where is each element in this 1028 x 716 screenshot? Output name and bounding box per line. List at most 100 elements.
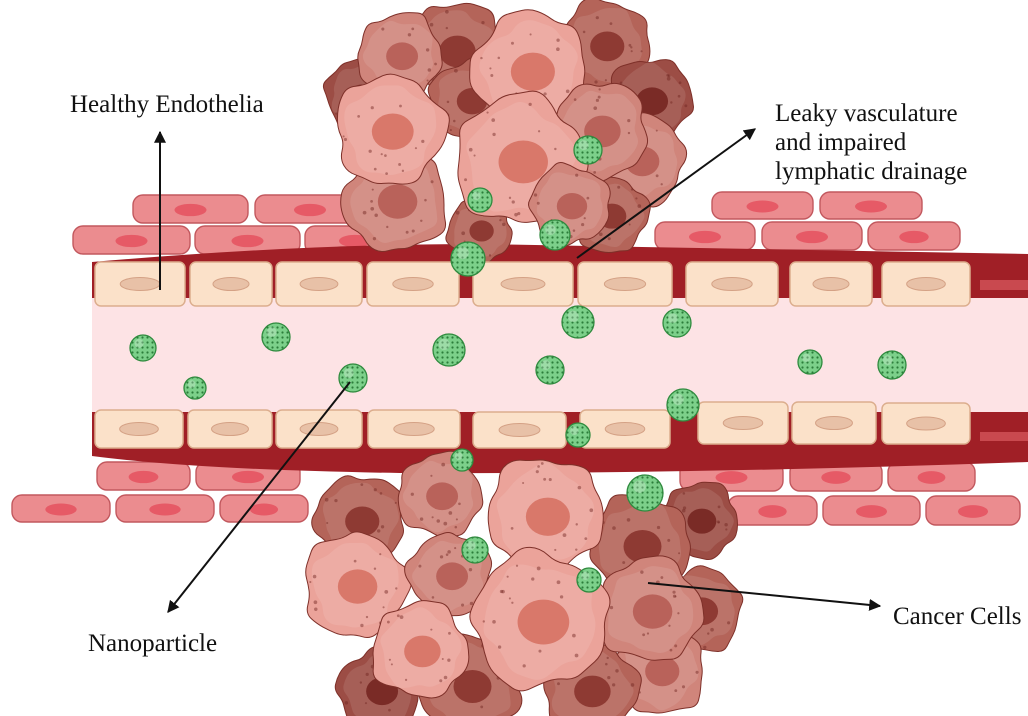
cancer-cell-granule [576, 523, 578, 525]
cancer-cell-granule [514, 213, 518, 217]
cancer-cell-granule [631, 50, 633, 52]
nanoparticle-highlight [188, 380, 196, 388]
cancer-cell-granule [596, 99, 599, 102]
cancer-cell-granule [556, 39, 559, 42]
cancer-cell-nucleus [499, 141, 548, 184]
nanoparticle-body [433, 334, 465, 366]
cancer-cell-granule [512, 200, 515, 203]
nanoparticle-highlight [633, 480, 646, 493]
cancer-cell-granule [629, 224, 631, 226]
cancer-cell-granule [612, 526, 616, 530]
cancer-cell-granule [371, 106, 374, 109]
cancer-cell-granule [673, 595, 676, 598]
healthy-tissue-cell [116, 495, 214, 522]
cancer-cell-granule [370, 200, 373, 203]
cancer-cell-granule [411, 28, 414, 31]
cancer-cell-granule [668, 625, 670, 627]
cancer-cell-granule [530, 33, 532, 35]
endothelial-cell-nucleus [604, 278, 645, 291]
nanoparticle-body [562, 306, 594, 338]
cancer-cell-granule [554, 549, 556, 551]
cancer-cell-granule [509, 197, 511, 199]
cancer-cell-granule [412, 229, 415, 232]
tissue-cell-nucleus [689, 231, 721, 243]
nanoparticle-highlight [472, 192, 480, 200]
cancer-cell-nucleus [526, 498, 570, 536]
endothelial-cell-nucleus [213, 278, 249, 291]
tissue-cell-nucleus [232, 235, 264, 247]
cancer-cell-granule [703, 646, 706, 649]
cancer-cell-granule [599, 232, 603, 236]
cancer-cell-granule [357, 115, 360, 118]
nanoparticle [536, 356, 564, 384]
cancer-cell-granule [661, 183, 663, 185]
endothelial-cell-top [95, 262, 185, 306]
cancer-cell-granule [314, 600, 318, 604]
cancer-cell-granule [343, 135, 345, 137]
cancer-cell-nucleus [404, 636, 440, 668]
cancer-cell-granule [598, 96, 601, 99]
nanoparticle-highlight [579, 140, 589, 150]
cancer-cell-granule [345, 701, 348, 704]
cancer-cell-granule [584, 537, 587, 540]
cancer-cell-nucleus [469, 220, 493, 241]
cancer-cell-granule [374, 168, 377, 171]
tissue-cell-nucleus [175, 204, 207, 216]
tumor-cluster-bottom [306, 451, 743, 716]
cancer-cell-granule [431, 180, 434, 183]
tissue-cell-nucleus [821, 471, 850, 484]
cancer-cell-granule [511, 602, 513, 604]
cancer-cell-granule [630, 46, 632, 48]
leaky-vasculature-label-line-3: lymphatic drainage [775, 158, 967, 185]
nanoparticle-label: Nanoparticle [88, 630, 217, 657]
nanoparticle-highlight [344, 368, 354, 378]
cancer-cell-granule [370, 207, 374, 211]
cancer-cell-granule [369, 150, 372, 153]
nanoparticle [184, 377, 206, 399]
cancer-cell-granule [617, 186, 620, 189]
nanoparticle [540, 220, 570, 250]
healthy-tissue-cell [655, 222, 755, 250]
cancer-cell-granule [489, 254, 491, 256]
cancer-cell-granule [428, 68, 432, 72]
healthy-endothelia-label: Healthy Endothelia [70, 91, 264, 118]
cancer-cell-granule [432, 516, 434, 518]
cancer-cell-granule [536, 470, 539, 473]
cancer-cell-granule [480, 705, 483, 708]
nanoparticle-body [262, 323, 290, 351]
healthy-tissue-cell [823, 496, 920, 525]
cancer-cell-nucleus [645, 657, 679, 687]
cancer-cell-granule [725, 528, 727, 530]
cancer-cell-granule [678, 552, 680, 554]
endothelial-cell-nucleus [499, 424, 540, 437]
cancer-cell-granule [377, 529, 380, 532]
cancer-cell-nucleus [633, 594, 673, 628]
cancer-cell-granule [707, 632, 709, 634]
cancer-cell-granule [430, 475, 432, 477]
cancer-cell-granule [677, 612, 679, 614]
nanoparticle-body [577, 568, 601, 592]
nanoparticle-body [130, 335, 156, 361]
cancer-cell-granule [608, 237, 611, 240]
endothelial-cell-nucleus [300, 278, 338, 291]
cancer-cell-granule [549, 478, 552, 481]
nanoparticle [566, 423, 590, 447]
cancer-cell-granule [575, 654, 579, 658]
nanoparticle-highlight [267, 327, 277, 337]
nanoparticle [627, 475, 663, 511]
cancer-cell-nucleus [426, 482, 458, 510]
cancer-cell-granule [363, 211, 367, 215]
cancer-cell-granule [443, 522, 447, 526]
nanoparticle-body [540, 220, 570, 250]
nanoparticle [574, 136, 602, 164]
cancer-cell-granule [314, 607, 317, 610]
cancer-cell-nucleus [511, 53, 555, 91]
endothelial-cell-top [190, 262, 272, 306]
cancer-cell-granule [724, 523, 727, 526]
tissue-cell-nucleus [958, 505, 988, 518]
cancer-cell-granule [557, 580, 561, 584]
healthy-tissue-cell [712, 192, 813, 219]
nanoparticle-highlight [802, 354, 810, 362]
cancer-cell-granule [541, 462, 544, 465]
cancer-cell-granule [499, 219, 501, 221]
